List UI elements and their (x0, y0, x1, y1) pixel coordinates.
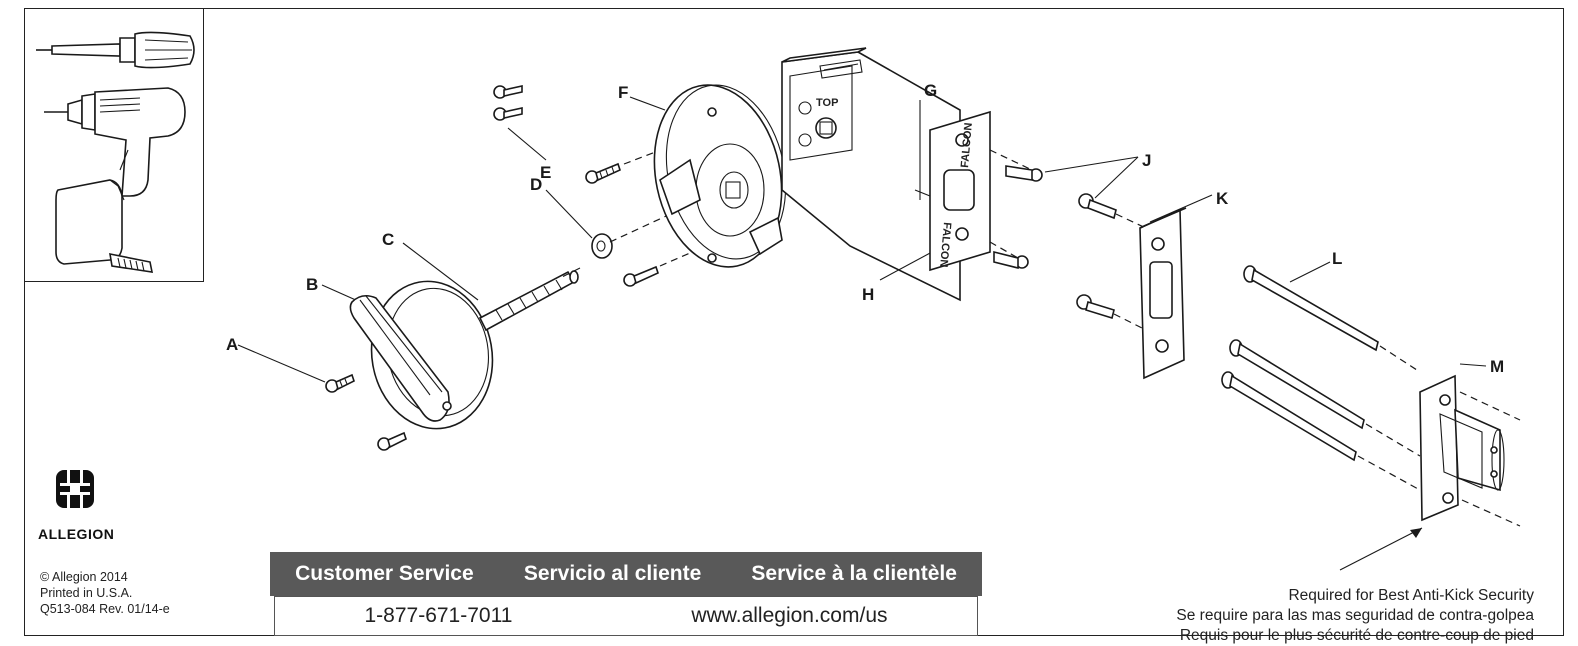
collar-d (545, 189, 691, 279)
tools-panel (24, 8, 204, 282)
copyright-line: © Allegion 2014 (40, 570, 128, 584)
service-website[interactable]: www.allegion.com/us (691, 604, 888, 627)
screw-lower (377, 431, 407, 451)
note-es: Se require para las mas seguridad de con… (1176, 607, 1534, 624)
strike-screws-j (1044, 156, 1151, 333)
latch-g: TOP (781, 47, 961, 302)
anti-kick-note: Required for Best Anti-Kick Security Se … (1176, 586, 1534, 646)
label-d: D (530, 175, 542, 194)
tape-measure-icon (55, 179, 154, 273)
mounting-plate-f (629, 84, 831, 268)
customer-service-box: Customer Service Servicio al cliente Ser… (270, 552, 982, 640)
label-h: H (862, 285, 874, 304)
label-c: C (382, 230, 394, 249)
top-imprint: TOP (816, 97, 838, 109)
service-heading-en: Customer Service (295, 562, 474, 585)
label-k: K (1216, 189, 1229, 208)
label-j: J (1142, 151, 1151, 170)
reinforcer-m (1339, 363, 1521, 571)
label-f: F (618, 83, 628, 102)
revision-line: Q513-084 Rev. 01/14-e (40, 602, 170, 616)
label-m: M (1490, 357, 1504, 376)
service-phone[interactable]: 1-877-671-7011 (364, 604, 513, 627)
thumbturn-b (321, 280, 494, 430)
falcon-imprint-upper: FALCON (959, 122, 975, 168)
footer-info: © Allegion 2014 Printed in U.S.A. Q513-0… (40, 569, 170, 617)
label-l: L (1332, 249, 1342, 268)
faceplate-h: FALCON FALCON (879, 110, 991, 281)
latch-screws (989, 149, 1043, 270)
printed-line: Printed in U.S.A. (40, 586, 133, 600)
note-fr: Requis pour le plus sécurité de contre-c… (1179, 627, 1534, 644)
screwdriver-icon (36, 31, 195, 69)
label-e: E (540, 163, 551, 182)
falcon-imprint-lower: FALCON (937, 222, 953, 268)
label-g: G (924, 81, 937, 100)
brand-wordmark: ALLEGION (38, 526, 115, 542)
allegion-logo-icon (56, 466, 94, 512)
label-b: B (306, 275, 318, 294)
note-en: Required for Best Anti-Kick Security (1288, 587, 1534, 604)
service-heading-fr: Service à la clientèle (751, 562, 957, 585)
power-drill-icon (44, 87, 186, 197)
label-a: A (226, 335, 238, 354)
spindle-c (402, 242, 579, 332)
strike-plate-k (1139, 194, 1213, 380)
service-contact-row: 1-877-671-7011 www.allegion.com/us (274, 596, 978, 636)
long-screws-l (1221, 261, 1421, 491)
screw-a (237, 344, 355, 393)
service-heading-bar: Customer Service Servicio al cliente Ser… (270, 552, 982, 596)
service-heading-es: Servicio al cliente (523, 562, 702, 585)
